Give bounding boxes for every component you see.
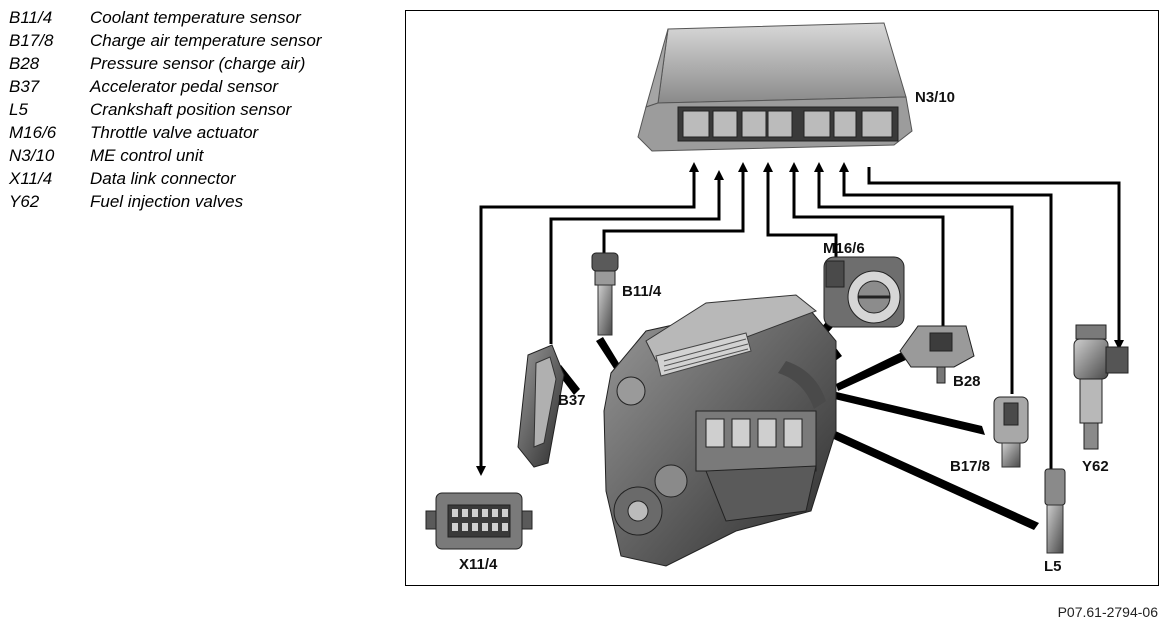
label-x11-4: X11/4 [459,556,498,573]
legend-desc: ME control unit [90,146,204,165]
label-b28: B28 [953,373,981,390]
l5-crank-sensor [1044,468,1066,554]
diagram-frame: N3/10 M16/6 B11/4 B28 B37 B17/8 Y62 X11/… [405,10,1159,586]
ecu-module [637,22,913,152]
legend-desc: Charge air temperature sensor [90,31,322,50]
line-b28-to-ecu [789,162,945,329]
legend-row: B11/4 Coolant temperature sensor [9,6,322,29]
label-b11-4: B11/4 [622,283,662,300]
legend-row: B17/8 Charge air temperature sensor [9,29,322,52]
legend-code: B17/8 [9,31,54,50]
legend-desc: Throttle valve actuator [90,123,259,142]
legend-desc: Crankshaft position sensor [90,100,292,119]
component-legend: B11/4 Coolant temperature sensor B17/8 Cha… [9,6,322,213]
legend-desc: Coolant temperature sensor [90,8,301,27]
legend-code: X11/4 [9,169,53,188]
line-b17-to-ecu [814,162,1014,394]
legend-row: B37 Accelerator pedal sensor [9,75,322,98]
legend-desc: Fuel injection valves [90,192,244,211]
line-l5-to-ecu [839,162,1053,469]
legend-row: N3/10 ME control unit [9,144,322,167]
legend-row: M16/6 Throttle valve actuator [9,121,322,144]
legend-row: B28 Pressure sensor (charge air) [9,52,322,75]
b37-pedal-sensor [517,344,565,468]
legend-desc: Accelerator pedal sensor [90,77,279,96]
x11-data-connector [425,492,533,550]
y62-fuel-injector [1073,324,1129,450]
label-b37: B37 [558,392,586,409]
m16-throttle-actuator [823,256,905,328]
label-b17-8: B17/8 [950,458,990,475]
system-diagram: N3/10 M16/6 B11/4 B28 B37 B17/8 Y62 X11/… [425,22,1129,575]
engine-illustration [603,294,837,567]
b28-pressure-sensor [899,325,975,384]
legend-code: B11/4 [9,8,53,27]
legend-row: L5 Crankshaft position sensor [9,98,322,121]
b11-sensor [591,252,619,336]
line-b11-to-ecu [602,162,748,257]
signal-lines [476,162,1124,476]
legend-code: B28 [9,54,40,73]
document-reference: P07.61-2794-06 [1057,604,1158,620]
legend-code: M16/6 [9,123,57,142]
legend-desc: Pressure sensor (charge air) [90,54,306,73]
label-n3-10: N3/10 [915,89,955,106]
b17-temp-sensor [993,396,1029,468]
label-l5: L5 [1044,558,1062,575]
line-b37-to-ecu [549,170,724,344]
legend-code: N3/10 [9,146,55,165]
line-m16-to-ecu [763,162,838,259]
label-y62: Y62 [1082,458,1109,475]
legend-code: B37 [9,77,40,96]
label-m16-6: M16/6 [823,240,865,257]
legend-code: L5 [9,100,28,119]
legend-row: X11/4 Data link connector [9,167,322,190]
legend-desc: Data link connector [90,169,236,188]
legend-row: Y62 Fuel injection valves [9,190,322,213]
line-ecu-to-y62 [867,167,1124,350]
legend-code: Y62 [9,192,40,211]
